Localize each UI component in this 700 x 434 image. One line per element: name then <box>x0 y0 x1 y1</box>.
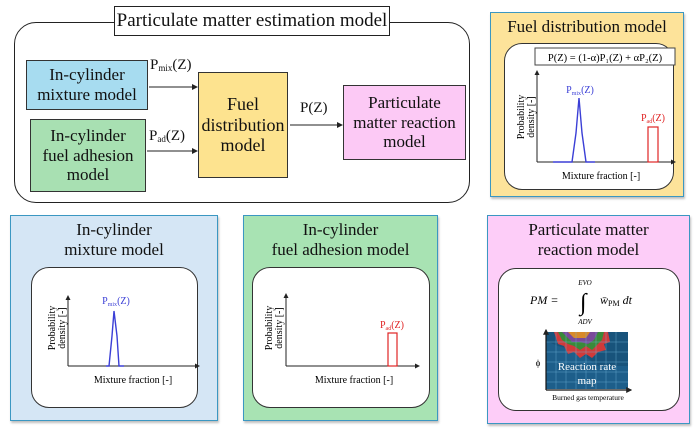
fuel-ylabel-2: density [-] <box>526 96 537 137</box>
pm-title-line1: Particulate matter <box>528 220 649 239</box>
adhesion-xlabel: Mixture fraction [-] <box>315 375 393 386</box>
fuel-formula: P(Z) = (1-α)P₁(Z) + αP₂(Z) <box>548 53 663 64</box>
map-xlabel: Burned gas temperature <box>552 393 624 402</box>
fuel-formula-box <box>534 47 676 66</box>
pm-integral-sign: ∫ <box>578 290 588 317</box>
adhesion-pdf-plot: Pad(Z) Probability density [-] Mixture f… <box>264 293 420 386</box>
fuel-block-line3: model <box>220 135 266 156</box>
mixture-panel-inner <box>31 267 198 408</box>
mixture-xlabel: Mixture fraction [-] <box>94 375 172 386</box>
mixture-title-line1: In-cylinder <box>76 220 152 239</box>
adhesion-title-line1: In-cylinder <box>302 220 379 239</box>
fuel-adhesion-model-block: In-cylinder fuel adhesion model <box>30 119 146 192</box>
fuel-pmix-label: Pmix(Z) <box>566 85 594 97</box>
adhesion-block-line1: In-cylinder <box>50 126 126 146</box>
fuel-distribution-model-block: Fuel distribution model <box>198 72 288 178</box>
fuel-block-line1: Fuel <box>226 93 259 114</box>
fuel-distribution-panel: Fuel distribution model P(Z) = (1-α)P₁(Z… <box>490 12 684 197</box>
pm-panel-title: Particulate matter reaction model <box>488 220 689 261</box>
map-label-1: Reaction rate <box>558 361 616 373</box>
mixture-block-line1: In-cylinder <box>49 65 125 85</box>
map-ylabel-phi: ϕ <box>536 358 541 368</box>
pm-reaction-panel: Particulate matter reaction model PM = ∫… <box>487 215 690 424</box>
reaction-rate-map <box>546 332 628 389</box>
pad-arrow-label: Pad(Z) <box>149 128 185 144</box>
pm-block-line2: matter reaction <box>353 112 456 132</box>
mixture-panel-title: In-cylinder mixture model <box>11 220 217 261</box>
mixture-model-panel: In-cylinder mixture model Pmix(Z) Probab… <box>10 215 218 421</box>
contour-orange <box>568 332 590 338</box>
adhesion-block-line2: fuel adhesion <box>42 145 134 165</box>
adhesion-panel-title: In-cylinder fuel adhesion model <box>244 220 437 261</box>
pm-title-line2: reaction model <box>537 240 640 260</box>
fuel-pad-rect <box>647 126 659 163</box>
adhesion-title-line2: fuel adhesion model <box>271 240 410 260</box>
estimation-model-title: Particulate matter estimation model <box>114 6 390 36</box>
mixture-ylabel-1: Probability <box>47 306 58 350</box>
fuel-pdf-plot: P(Z) = (1-α)P₁(Z) + αP₂(Z) Pmix(Z) Pad(Z… <box>516 47 676 182</box>
mixture-pmix-curve <box>106 310 124 367</box>
mixture-pdf-plot: Pmix(Z) Probability density [-] Mixture … <box>47 295 200 386</box>
fuel-adhesion-panel: In-cylinder fuel adhesion model Pad(Z) P… <box>243 215 438 421</box>
fuel-panel-inner <box>504 43 674 190</box>
fuel-pmix-curve <box>553 97 595 163</box>
fuel-panel-title: Fuel distribution model <box>507 17 667 36</box>
pm-block-line3: model <box>383 132 426 152</box>
pm-int-lower: ADV <box>577 318 592 326</box>
mixture-ylabel-2: density [-] <box>57 307 68 348</box>
fuel-ylabel-1: Probability <box>516 95 527 139</box>
mixture-pmix-label: Pmix(Z) <box>102 296 130 308</box>
adhesion-block-line3: model <box>66 165 110 185</box>
mixture-model-block: In-cylinder mixture model <box>26 60 148 110</box>
adhesion-ylabel-1: Probability <box>264 306 275 350</box>
fuel-pad-label: Pad(Z) <box>641 113 665 125</box>
adhesion-ylabel-2: density [-] <box>274 307 285 348</box>
mixture-block-line2: mixture model <box>37 85 137 104</box>
map-label-2: map <box>578 375 597 387</box>
pm-formula-lhs: PM = <box>529 293 558 307</box>
fuel-block-line2: distribution <box>201 114 285 135</box>
pm-reaction-model-block: Particulate matter reaction model <box>343 85 466 160</box>
pmix-arrow-label: Pmix(Z) <box>150 57 192 73</box>
mixture-title-line2: mixture model <box>64 240 164 260</box>
pm-block-line1: Particulate <box>368 93 441 113</box>
pz-arrow-label: P(Z) <box>300 100 328 116</box>
pm-int-upper: EVO <box>577 279 591 287</box>
fuel-xlabel: Mixture fraction [-] <box>562 171 640 182</box>
adhesion-panel-inner <box>252 267 430 408</box>
adhesion-pad-rect <box>387 332 398 367</box>
flow-arrows <box>147 84 343 154</box>
adhesion-pad-label: Pad(Z) <box>380 320 404 332</box>
map-grid <box>546 332 628 389</box>
